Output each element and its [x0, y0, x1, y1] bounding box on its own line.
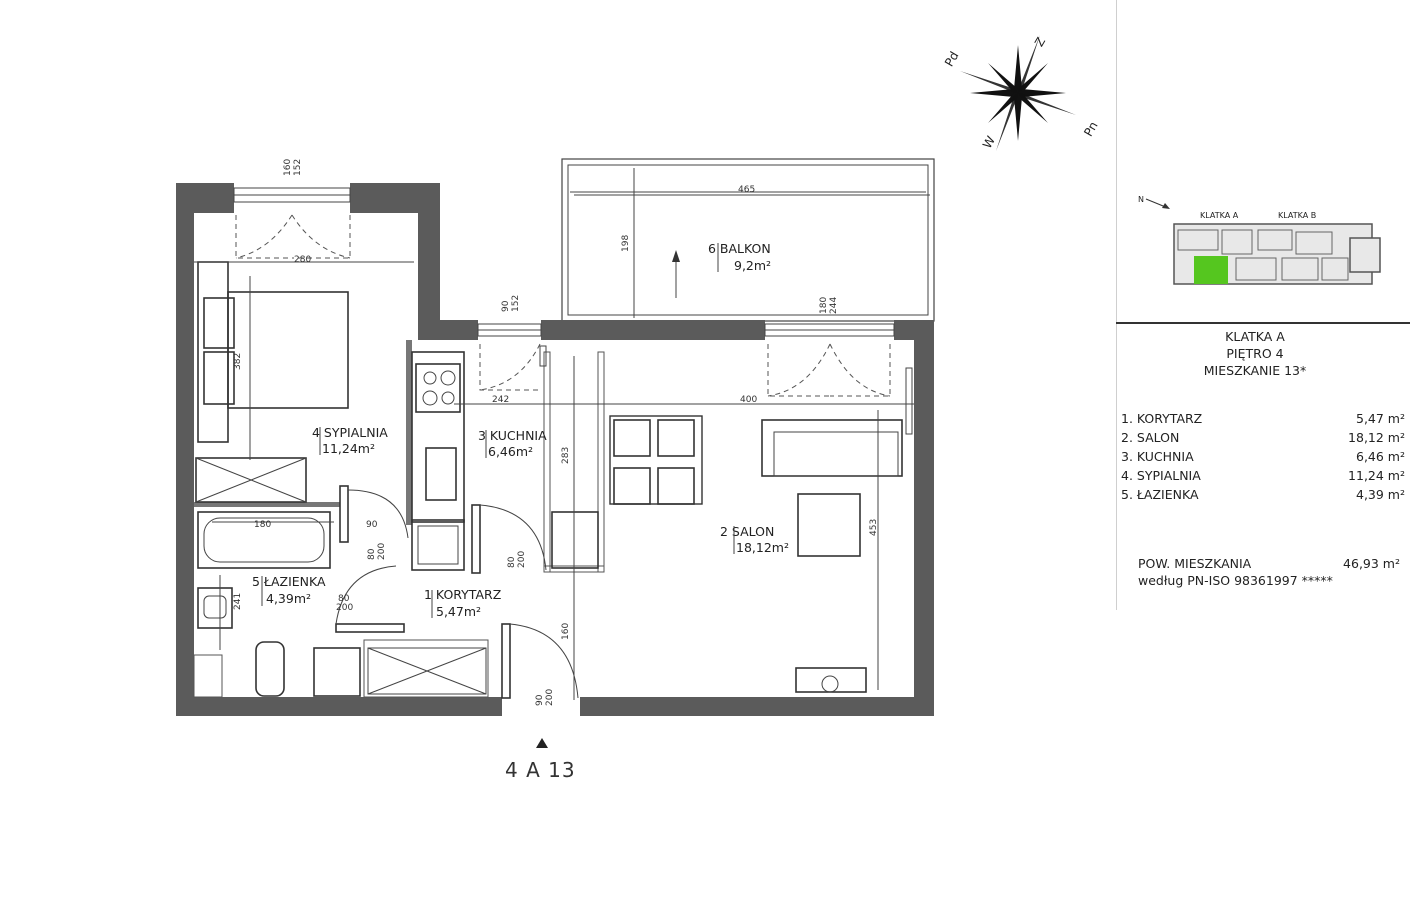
header-pietro: PIĘTRO 4 [1226, 346, 1284, 361]
doors [335, 345, 579, 699]
area-row: 2. SALON 18,12 m² [1121, 430, 1405, 449]
room-label-salon: 2 SALON 18,12m² [720, 524, 789, 555]
room-name: 2 SALON [720, 524, 774, 539]
compass-label-w: W [980, 134, 998, 151]
key-plan: N KLATKA A KLATKA B [1138, 195, 1381, 285]
area-row: 1. KORYTARZ 5,47 m² [1121, 411, 1405, 430]
dim-180: 180 [254, 520, 271, 530]
windows [233, 187, 895, 337]
room-label-korytarz: 1 KORYTARZ 5,47m² [424, 587, 501, 619]
area-row: 5. ŁAZIENKA 4,39 m² [1121, 487, 1405, 506]
compass-label-pd: Pd [942, 49, 962, 69]
apartment-header: KLATKA A PIĘTRO 4 MIESZKANIE 13* [1150, 328, 1360, 379]
total-area-standard: według PN-ISO 98361997 ***** [1138, 573, 1333, 588]
dim-241: 241 [233, 593, 243, 610]
dim-window-2b: 152 [511, 295, 521, 312]
area-row: 4. SYPIALNIA 11,24 m² [1121, 468, 1405, 487]
room-label-sypialnia: 4 SYPIALNIA 11,24m² [312, 425, 388, 456]
bedroom-furniture [195, 261, 349, 503]
compass-label-pn: Pn [1081, 119, 1100, 139]
balcony [561, 158, 935, 322]
dim-283: 283 [561, 447, 571, 464]
room-label-balkon: 6 BALKON 9,2m² [708, 241, 771, 273]
area-row-value: 4,39 m² [1356, 487, 1405, 502]
area-row-name: 5. ŁAZIENKA [1121, 487, 1199, 502]
dim-280: 280 [294, 255, 311, 265]
keyplan-klatka-a: KLATKA A [1200, 211, 1239, 220]
area-row-value: 18,12 m² [1348, 430, 1405, 445]
dim-door-2b: 200 [336, 603, 353, 613]
room-area: 11,24m² [322, 441, 375, 456]
room-name: 6 BALKON [708, 241, 771, 256]
kitchen-furniture [411, 351, 465, 571]
unit-code: 4 A 13 [505, 758, 576, 782]
panel-divider-horizontal [1116, 322, 1410, 324]
dim-window-3a: 180 [819, 297, 829, 314]
area-row-name: 1. KORYTARZ [1121, 411, 1203, 426]
dimension-lines [194, 194, 930, 700]
compass-label-z: Z [1032, 35, 1048, 49]
room-name: 5 ŁAZIENKA [252, 574, 326, 589]
keyplan-apartment-highlight [1194, 256, 1228, 284]
area-row-value: 11,24 m² [1348, 468, 1405, 483]
room-area: 4,39m² [266, 591, 311, 606]
dim-window-2a: 90 [501, 300, 511, 312]
room-area: 5,47m² [436, 604, 481, 619]
dim-door-1b: 200 [377, 543, 387, 560]
room-name: 1 KORYTARZ [424, 587, 501, 602]
dim-160: 160 [561, 623, 571, 640]
room-label-kuchnia: 3 KUCHNIA 6,46m² [478, 428, 547, 459]
room-area: 6,46m² [488, 444, 533, 459]
area-row-name: 4. SYPIALNIA [1121, 468, 1201, 483]
header-mieszkanie: MIESZKANIE 13* [1203, 363, 1307, 378]
dim-door-2a: 80 [338, 594, 350, 604]
dim-door-3b: 200 [517, 551, 527, 568]
total-area-value: 46,93 m² [1343, 556, 1400, 571]
area-row-name: 3. KUCHNIA [1121, 449, 1194, 464]
walls [176, 183, 934, 716]
header-klatka: KLATKA A [1225, 329, 1285, 344]
entrance-arrow-icon [536, 738, 548, 748]
dim-400: 400 [740, 395, 757, 405]
keyplan-north-arrow-icon [1162, 203, 1170, 209]
dim-90: 90 [366, 520, 378, 530]
dim-198: 198 [621, 235, 631, 252]
total-area-label: POW. MIESZKANIA [1138, 556, 1252, 571]
compass-rose-icon [960, 35, 1076, 151]
dim-door-3a: 80 [507, 556, 517, 568]
dim-window-1b: 152 [293, 159, 303, 176]
room-name: 4 SYPIALNIA [312, 425, 388, 440]
dim-door-4b: 200 [545, 689, 555, 706]
dim-465: 465 [738, 185, 755, 195]
dim-window-3b: 244 [829, 297, 839, 314]
room-name: 3 KUCHNIA [478, 428, 547, 443]
room-label-lazienka: 5 ŁAZIENKA 4,39m² [252, 574, 326, 606]
area-row-value: 5,47 m² [1356, 411, 1405, 426]
room-area: 18,12m² [736, 540, 789, 555]
dim-window-1a: 160 [283, 159, 293, 176]
dim-door-1a: 80 [367, 548, 377, 560]
dim-242: 242 [492, 395, 509, 405]
keyplan-north-label: N [1138, 195, 1144, 204]
bathroom-furniture [197, 511, 487, 697]
dim-door-4a: 90 [535, 694, 545, 706]
total-area: POW. MIESZKANIA według PN-ISO 98361997 *… [1138, 555, 1400, 589]
dim-453: 453 [869, 519, 879, 536]
dim-382: 382 [233, 353, 243, 370]
keyplan-klatka-b: KLATKA B [1278, 211, 1316, 220]
panel-divider-vertical [1116, 0, 1117, 610]
salon-furniture [551, 367, 913, 693]
area-row-value: 6,46 m² [1356, 449, 1405, 464]
room-area: 9,2m² [734, 258, 771, 273]
area-row-name: 2. SALON [1121, 430, 1180, 445]
area-row: 3. KUCHNIA 6,46 m² [1121, 449, 1405, 468]
